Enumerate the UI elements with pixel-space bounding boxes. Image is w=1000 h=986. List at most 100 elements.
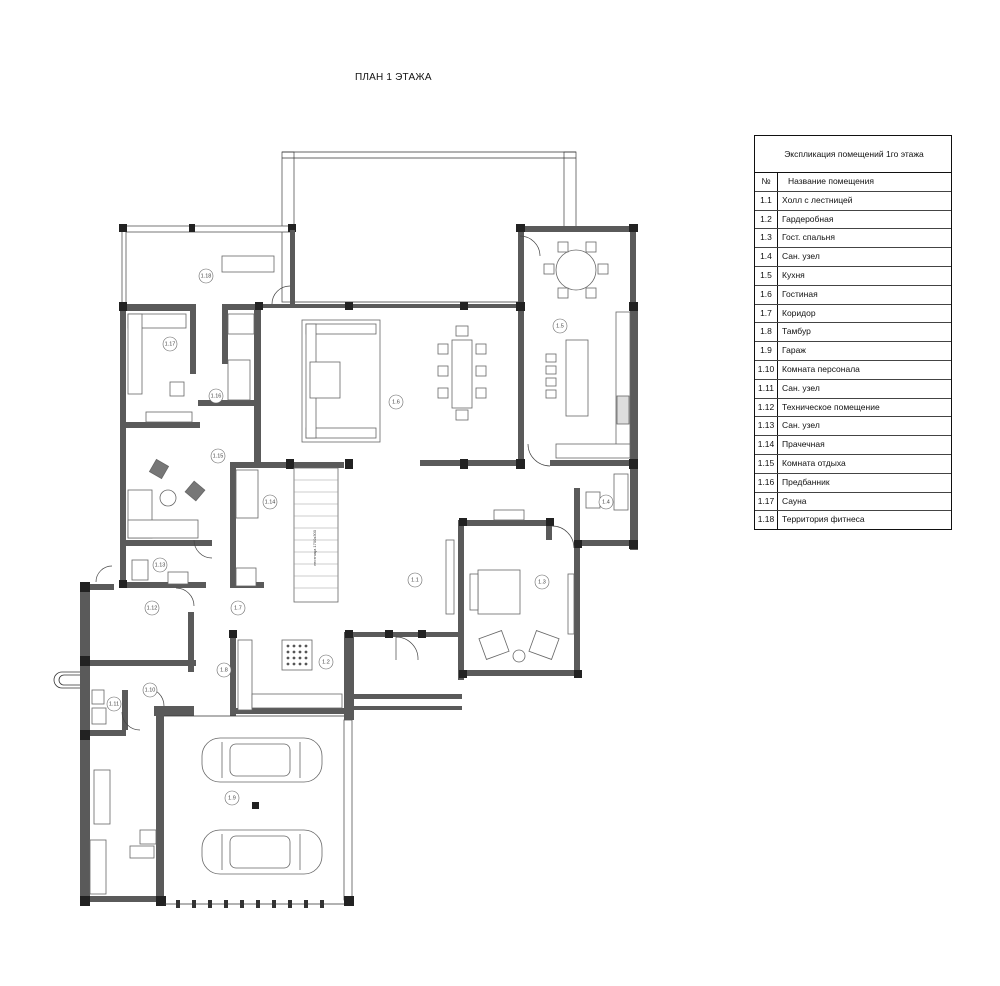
legend-row: 1.13 Сан. узел — [755, 417, 951, 437]
legend-row-no: 1.13 — [755, 417, 778, 436]
legend-row-no: 1.16 — [755, 473, 778, 492]
svg-text:1.7: 1.7 — [234, 605, 242, 611]
garage-front — [164, 715, 344, 908]
legend-row: 1.11 Сан. узел — [755, 379, 951, 399]
room-tag-1.13: 1.13 — [152, 557, 168, 573]
legend-row-no: 1.9 — [755, 342, 778, 360]
legend-row: 1.15 Комната отдыха — [755, 454, 951, 474]
sauna-furniture — [127, 313, 255, 539]
svg-text:1.16: 1.16 — [211, 393, 222, 399]
plan-title: ПЛАН 1 ЭТАЖА — [355, 72, 432, 83]
legend-row-name: Техническое помещение — [782, 401, 880, 412]
svg-text:1.17: 1.17 — [165, 341, 176, 347]
legend-row-name: Кухня — [782, 269, 805, 280]
legend-row-name: Сан. узел — [782, 382, 820, 393]
room-legend-table: Экспликация помещений 1го этажа № Назван… — [754, 135, 952, 531]
legend-row-name: Гардеробная — [782, 213, 834, 224]
svg-text:1.13: 1.13 — [155, 562, 166, 568]
legend-row: 1.1 Холл с лестницей — [755, 191, 951, 211]
svg-text:1.1: 1.1 — [411, 577, 419, 583]
room-tag-1.4: 1.4 — [598, 494, 614, 510]
legend-row-name: Комната отдыха — [782, 457, 846, 468]
svg-text:1.3: 1.3 — [538, 579, 546, 585]
legend-row-name: Холл с лестницей — [782, 194, 853, 205]
legend-header-row: № Название помещения — [755, 173, 951, 192]
legend-header-no: № — [755, 173, 778, 191]
legend-row-name: Территория фитнеса — [782, 514, 865, 525]
room-tag-1.2: 1.2 — [318, 654, 334, 670]
room-tag-1.17: 1.17 — [162, 336, 178, 352]
legend-row: 1.4 Сан. узел — [755, 248, 951, 267]
legend-row: 1.17 Сауна — [755, 492, 951, 512]
legend-row-no: 1.12 — [755, 398, 778, 417]
svg-text:1.15: 1.15 — [213, 453, 224, 459]
svg-text:1.4: 1.4 — [602, 499, 610, 505]
svg-text:1.14: 1.14 — [265, 499, 276, 505]
room-tag-1.15: 1.15 — [210, 448, 226, 464]
legend-row-name: Гараж — [782, 345, 806, 356]
svg-text:1.10: 1.10 — [145, 687, 156, 693]
room-tag-1.11: 1.11 — [106, 696, 122, 712]
legend-row: 1.12 Техническое помещение — [755, 398, 951, 418]
legend-row-name: Сауна — [782, 495, 807, 506]
legend-row-name: Комната персонала — [782, 363, 860, 374]
svg-text:1.12: 1.12 — [147, 605, 158, 611]
guest-bedroom-furniture — [445, 509, 575, 663]
legend-row-no: 1.8 — [755, 323, 778, 342]
svg-text:1.8: 1.8 — [220, 667, 228, 673]
stair: лестница 1700x300 — [235, 467, 339, 603]
legend-row: 1.16 Предбанник — [755, 473, 951, 493]
fitness-area — [119, 224, 296, 307]
room-tag-1.7: 1.7 — [230, 600, 246, 616]
stair-label: лестница 1700x300 — [312, 529, 317, 566]
legend-header-name: Название помещения — [788, 176, 874, 186]
svg-text:1.11: 1.11 — [109, 701, 119, 707]
legend-row: 1.6 Гостиная — [755, 285, 951, 305]
wardrobe-furniture — [237, 639, 343, 711]
room-tag-1.3: 1.3 — [534, 574, 550, 590]
room-tag-1.18: 1.18 — [198, 268, 214, 284]
walls — [80, 226, 638, 906]
legend-row-name: Сан. узел — [782, 251, 820, 262]
legend-title: Экспликация помещений 1го этажа — [755, 136, 951, 173]
legend-row-no: 1.7 — [755, 304, 778, 323]
legend-row-name: Сан. узел — [782, 420, 820, 431]
legend-row-no: 1.1 — [755, 191, 778, 210]
legend-row-no: 1.17 — [755, 492, 778, 511]
room-tag-1.14: 1.14 — [262, 494, 278, 510]
staff-room-furniture — [89, 559, 189, 895]
legend-row: 1.5 Кухня — [755, 266, 951, 286]
legend-row-name: Прачечная — [782, 439, 825, 450]
dining-table — [437, 325, 487, 421]
room-tag-1.10: 1.10 — [142, 682, 158, 698]
doors — [95, 235, 575, 731]
legend-row-name: Предбанник — [782, 476, 830, 487]
legend-row-name: Гостиная — [782, 288, 818, 299]
legend-row-no: 1.5 — [755, 266, 778, 285]
car-lower — [201, 829, 323, 875]
room-tag-1.12: 1.12 — [144, 600, 160, 616]
room-tag-1.16: 1.16 — [208, 388, 224, 404]
room-tag-1.5: 1.5 — [552, 318, 568, 334]
legend-row-no: 1.15 — [755, 454, 778, 473]
wc-14 — [585, 473, 629, 511]
legend-row-no: 1.6 — [755, 285, 778, 304]
legend-row-no: 1.18 — [755, 511, 778, 530]
room-tag-1.9: 1.9 — [224, 790, 240, 806]
room-tags: 1.1 1.2 1.3 1.4 1.5 1.6 1.7 1.8 1.9 1.10… — [106, 268, 614, 806]
legend-row-no: 1.11 — [755, 379, 778, 398]
room-tag-1.6: 1.6 — [388, 394, 404, 410]
svg-text:1.2: 1.2 — [322, 659, 330, 665]
svg-text:1.6: 1.6 — [392, 399, 400, 405]
legend-row-no: 1.3 — [755, 229, 778, 248]
columns — [80, 224, 638, 906]
legend-row: 1.9 Гараж — [755, 342, 951, 361]
legend-row-no: 1.4 — [755, 248, 778, 266]
svg-text:1.5: 1.5 — [556, 323, 564, 329]
legend-row-no: 1.10 — [755, 360, 778, 379]
